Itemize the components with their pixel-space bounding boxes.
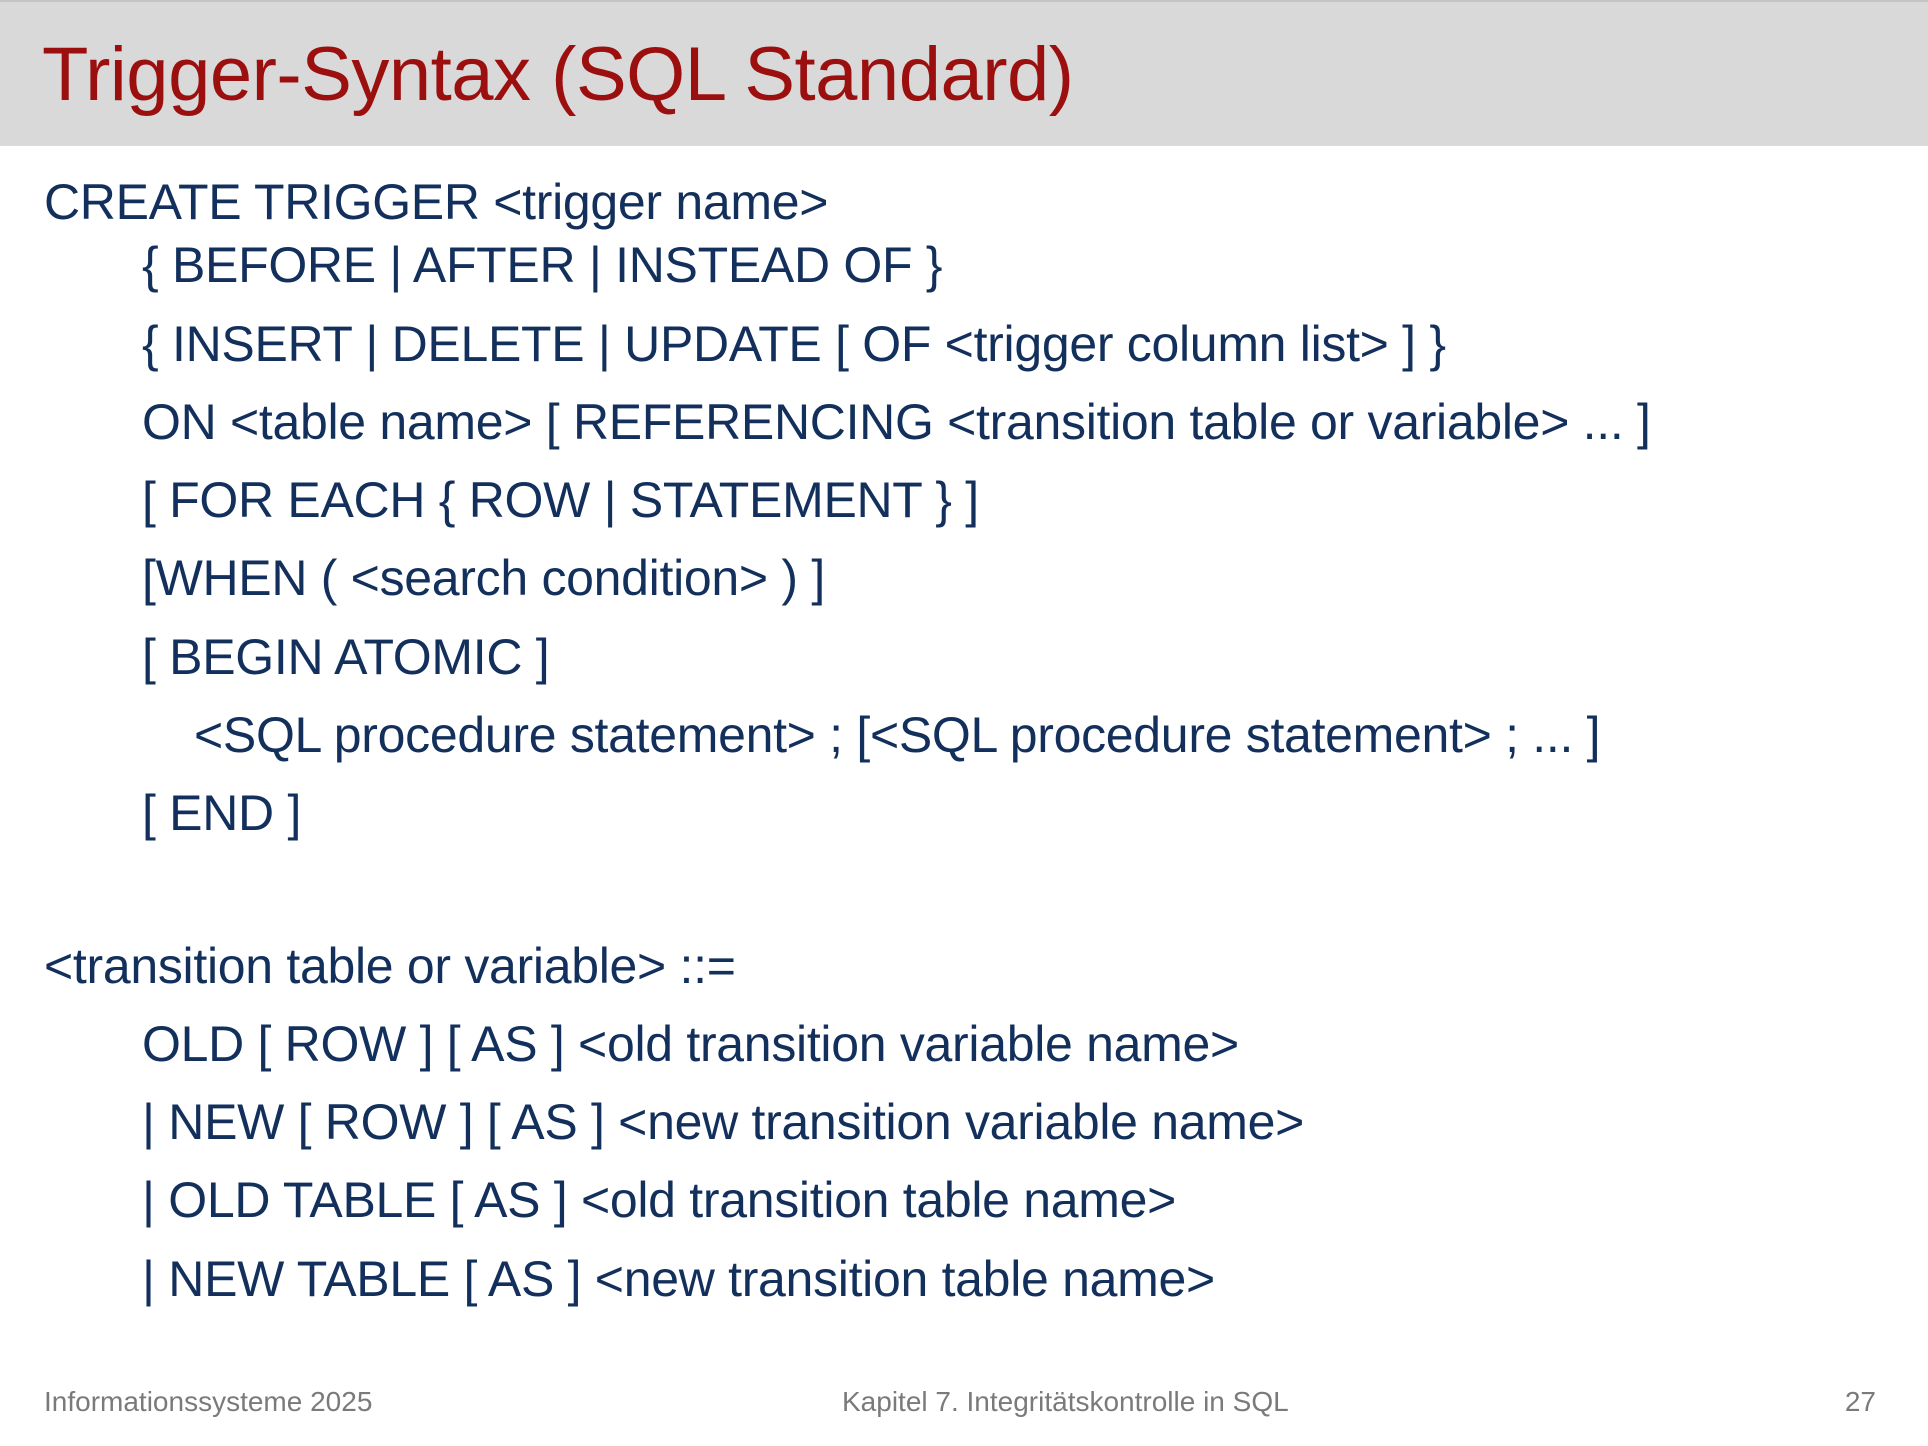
- syntax-line-procedure-statement: <SQL procedure statement> ; [<SQL proced…: [194, 707, 1601, 763]
- transition-line-new-row: | NEW [ ROW ] [ AS ] <new transition var…: [142, 1094, 1305, 1150]
- syntax-line-event: { INSERT | DELETE | UPDATE [ OF <trigger…: [142, 316, 1446, 372]
- footer-course: Informationssysteme 2025: [44, 1386, 373, 1417]
- syntax-line-create-trigger: CREATE TRIGGER <trigger name>: [44, 174, 829, 230]
- slide-title: Trigger-Syntax (SQL Standard): [42, 32, 1074, 117]
- syntax-line-end: [ END ]: [142, 785, 302, 841]
- footer-chapter: Kapitel 7. Integritätskontrolle in SQL: [842, 1386, 1289, 1417]
- page-number: 27: [1844, 1386, 1876, 1417]
- transition-definition-header: <transition table or variable> ::=: [44, 938, 736, 994]
- syntax-line-timing: { BEFORE | AFTER | INSTEAD OF }: [142, 237, 943, 293]
- syntax-line-begin-atomic: [ BEGIN ATOMIC ]: [142, 629, 550, 685]
- syntax-line-for-each: [ FOR EACH { ROW | STATEMENT } ]: [142, 472, 979, 528]
- syntax-line-when: [WHEN ( <search condition> ) ]: [142, 550, 825, 606]
- transition-line-new-table: | NEW TABLE [ AS ] <new transition table…: [142, 1251, 1215, 1307]
- transition-line-old-row: OLD [ ROW ] [ AS ] <old transition varia…: [142, 1016, 1239, 1072]
- title-bar: Trigger-Syntax (SQL Standard): [0, 0, 1928, 146]
- transition-line-old-table: | OLD TABLE [ AS ] <old transition table…: [142, 1172, 1177, 1228]
- syntax-line-on-table: ON <table name> [ REFERENCING <transitio…: [142, 394, 1651, 450]
